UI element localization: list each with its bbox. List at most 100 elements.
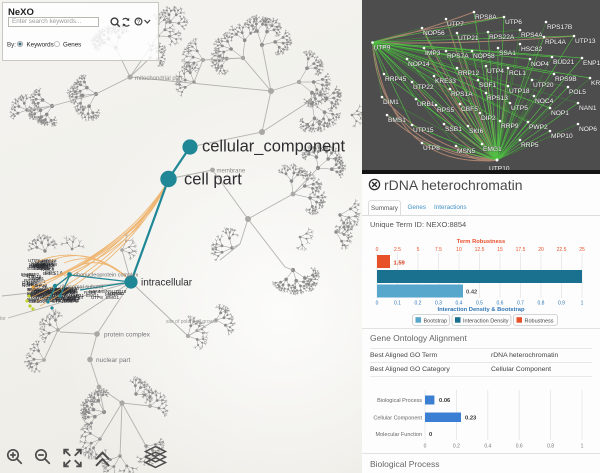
svg-text:RRP12: RRP12 [28,292,43,297]
svg-text:IMP3: IMP3 [89,289,100,294]
svg-text:DIP2: DIP2 [27,281,38,286]
svg-text:EMG1: EMG1 [21,272,34,277]
svg-text:CBF5: CBF5 [22,273,34,278]
svg-text:CBF5: CBF5 [66,299,78,304]
svg-text:DIP2: DIP2 [36,262,47,267]
svg-text:RRP5: RRP5 [40,291,53,296]
svg-text:EMG1: EMG1 [31,290,44,295]
svg-text:UTP8: UTP8 [28,258,40,263]
svg-text:RPS9B: RPS9B [555,76,577,83]
svg-text:BMS1: BMS1 [33,279,46,284]
svg-text:RRP5: RRP5 [67,298,80,303]
svg-text:UTP9: UTP9 [59,291,71,296]
svg-text:1.59: 1.59 [394,260,406,266]
svg-text:RPS5: RPS5 [37,266,49,271]
svg-text:RPS13: RPS13 [34,288,49,293]
svg-text:ribonucleoprotein complex: ribonucleoprotein complex [74,273,138,279]
svg-text:NOP58: NOP58 [31,261,47,266]
svg-text:MSN5: MSN5 [53,291,66,296]
svg-text:URB1: URB1 [417,101,435,108]
svg-text:NOP14: NOP14 [35,263,51,268]
svg-text:DIP2: DIP2 [29,264,40,269]
svg-text:cell part: cell part [184,171,242,189]
svg-text:MPP10: MPP10 [29,264,45,269]
svg-text:RPS13: RPS13 [487,95,508,102]
svg-text:SSB1: SSB1 [59,293,71,298]
svg-text:0.2: 0.2 [415,300,422,306]
svg-text:0: 0 [376,300,379,306]
svg-text:RPS5: RPS5 [48,289,60,294]
svg-text:1: 1 [581,300,584,306]
svg-text:22.5: 22.5 [557,247,567,253]
svg-text:NOP58: NOP58 [42,262,58,267]
svg-text:RPS1A: RPS1A [451,91,473,98]
svg-text:UTP21: UTP21 [458,35,479,42]
svg-text:RRP45: RRP45 [40,263,55,268]
svg-text:RPS13: RPS13 [24,278,39,283]
svg-text:BMS1: BMS1 [43,271,56,276]
svg-text:UTP9: UTP9 [51,295,63,300]
svg-text:DIP2: DIP2 [51,298,62,303]
svg-text:0.6: 0.6 [516,443,523,449]
svg-text:RRP45: RRP45 [61,296,76,301]
svg-text:DIM1: DIM1 [383,99,399,106]
svg-text:URB1: URB1 [31,263,44,268]
svg-text:MPP10: MPP10 [29,262,45,267]
svg-text:0.2: 0.2 [453,443,460,449]
svg-text:DIP2: DIP2 [69,296,80,301]
svg-text:URB1: URB1 [112,291,125,296]
svg-text:RPS1A: RPS1A [62,287,78,292]
svg-text:IMP3: IMP3 [425,50,441,57]
svg-text:0: 0 [429,432,432,438]
svg-text:DIP2: DIP2 [71,293,82,298]
svg-text:NOP4: NOP4 [531,61,549,68]
svg-text:NOP58: NOP58 [22,283,38,288]
svg-text:DIM1: DIM1 [31,290,42,295]
svg-text:EMG1: EMG1 [86,293,99,298]
svg-text:Interaction Density & Bootstra: Interaction Density & Bootstrap [438,307,525,313]
svg-text:0.4: 0.4 [484,443,491,449]
svg-text:UTP18: UTP18 [61,290,76,295]
svg-text:RRP12: RRP12 [458,70,480,77]
svg-text:RPS5: RPS5 [437,107,455,114]
svg-text:0: 0 [424,443,427,449]
svg-text:0: 0 [376,247,379,253]
svg-text:SSB1: SSB1 [54,290,66,295]
svg-text:UTP9: UTP9 [374,45,391,52]
svg-text:cellular_component: cellular_component [202,138,346,156]
svg-text:RRP9: RRP9 [55,287,68,292]
svg-text:BMS1: BMS1 [388,117,406,124]
svg-text:RPS13: RPS13 [52,291,67,296]
svg-text:25: 25 [579,247,585,253]
svg-text:membrane: membrane [217,169,246,175]
svg-text:RPS5: RPS5 [54,296,66,301]
svg-text:DIM1: DIM1 [43,288,54,293]
svg-text:DIM1: DIM1 [47,294,58,299]
svg-text:EMG1: EMG1 [483,146,502,153]
svg-text:RRP5: RRP5 [521,142,539,149]
svg-text:SSB1: SSB1 [445,126,462,133]
svg-text:SSB1: SSB1 [27,266,39,271]
svg-text:RPS7A: RPS7A [447,53,469,60]
svg-text:UTP18: UTP18 [509,88,530,95]
svg-text:Molecular Function: Molecular Function [376,432,422,438]
svg-text:RPL4A: RPL4A [545,39,566,46]
svg-text:0.06: 0.06 [439,398,451,404]
svg-text:URB1: URB1 [48,296,61,301]
svg-text:RPS1A: RPS1A [45,271,63,277]
svg-text:KRE33: KRE33 [45,298,60,303]
svg-text:PWP2: PWP2 [529,124,548,131]
svg-text:20: 20 [538,247,544,253]
svg-text:DIM1: DIM1 [22,280,33,285]
svg-text:Term Robustness: Term Robustness [457,239,506,245]
svg-text:UTP13: UTP13 [575,38,596,45]
svg-text:EMG1: EMG1 [106,295,119,300]
svg-text:UTP22: UTP22 [413,84,434,91]
svg-text:NOP14: NOP14 [68,295,84,300]
svg-text:7.5: 7.5 [435,247,442,253]
svg-text:IMP3: IMP3 [63,297,74,302]
svg-text:BMS1: BMS1 [64,288,77,293]
svg-text:RRP12: RRP12 [27,297,42,302]
svg-text:NOP14: NOP14 [408,61,430,68]
svg-text:NOC4: NOC4 [35,260,48,265]
